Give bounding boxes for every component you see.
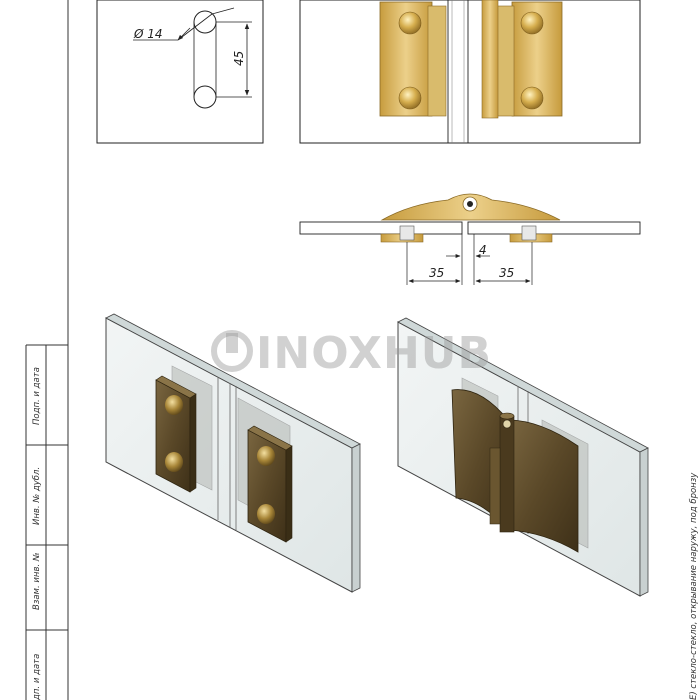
title-block-field-sign-date-2: дп. и дата [32, 654, 42, 700]
hinge-front-view [299, 0, 641, 144]
dim-hole-diameter: Ø 14 [133, 27, 163, 41]
isometric-view-open [105, 313, 361, 593]
side-note: Е) стекло-стекло, открывание наружу, под… [689, 472, 699, 700]
dim-gap: 4 [479, 243, 487, 257]
title-block-field-repl-inv: Взам. инв. № [32, 552, 42, 610]
dim-offset-right: 35 [499, 266, 514, 280]
drawing-frame [25, 0, 69, 700]
hinge-section-view [299, 193, 641, 285]
dim-hole-spacing: 45 [232, 51, 246, 66]
isometric-view-barrel [397, 317, 649, 597]
watermark-text: INOXHUB [256, 328, 492, 379]
title-block-field-sign-date: Подп. и дата [32, 367, 42, 425]
watermark [211, 330, 253, 372]
dim-offset-left: 35 [429, 266, 444, 280]
title-block-field-dup-inv: Инв. № дубл. [32, 467, 42, 525]
hole-pattern-view [96, 0, 264, 144]
